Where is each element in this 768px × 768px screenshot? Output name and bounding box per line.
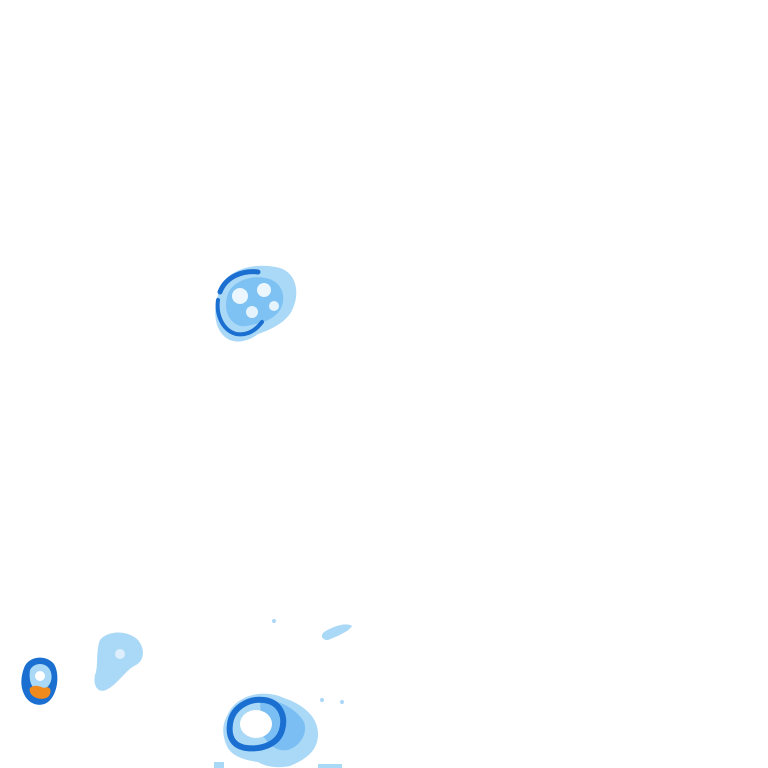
speck-5: [214, 762, 224, 768]
cell-lower-left-edge: [21, 657, 58, 705]
cell-upper-center-hole-1: [232, 288, 248, 304]
cell-upper-center-heavy-rim-2: [215, 298, 264, 337]
speck-1: [272, 619, 276, 623]
cell-upper-center-hole-3: [246, 306, 258, 318]
cell-upper-center-hole-2: [257, 283, 271, 297]
speck-3: [340, 700, 344, 704]
cell-lower-small: [321, 624, 352, 640]
cell-lower-center-hole: [240, 710, 272, 738]
cell-upper-center-hole-4: [269, 301, 279, 311]
cell-lower-left-shape: [94, 632, 143, 691]
cell-upper-center: [215, 265, 297, 342]
speck-2: [320, 698, 324, 702]
cell-upper-center-heavy-rim: [217, 269, 261, 295]
cell-lower-left-edge-core: [29, 685, 51, 699]
cell-lower-center: [223, 693, 318, 768]
cell-lower-left-edge-hole: [35, 671, 45, 681]
cell-lower-center-heavy-ring: [226, 696, 287, 752]
cell-lower-left: [94, 632, 143, 691]
speck-4: [318, 764, 342, 768]
cell-lower-left-hole: [115, 649, 125, 659]
